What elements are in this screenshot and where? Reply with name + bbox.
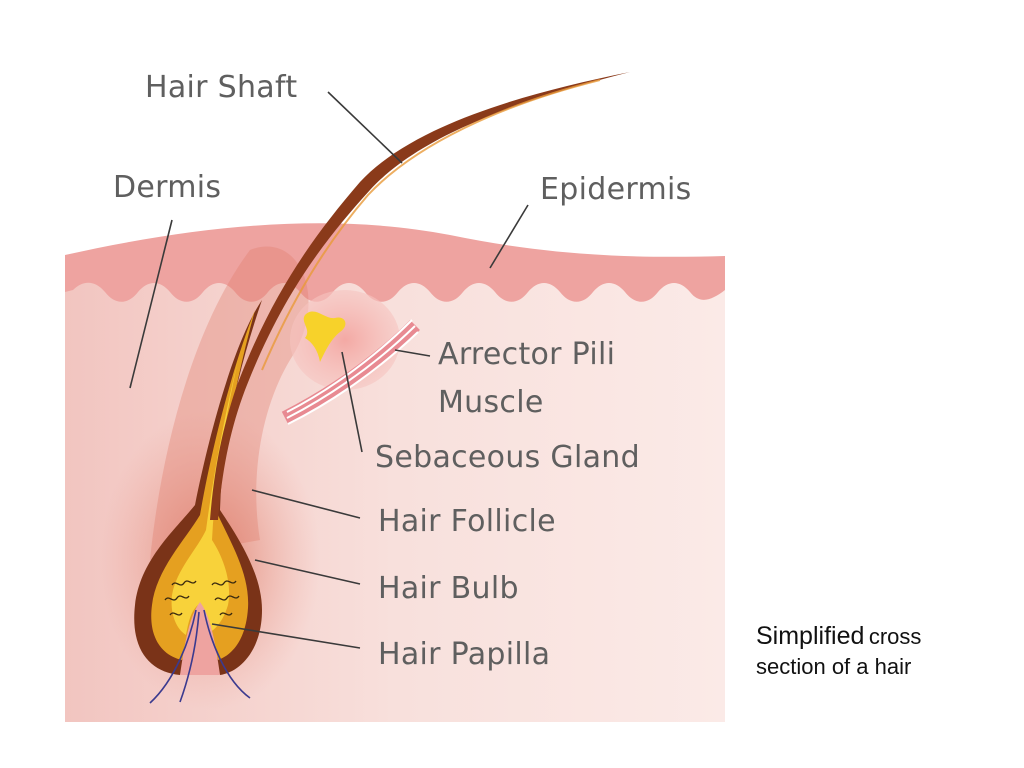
bulb-cells	[164, 580, 240, 616]
label-hair-shaft: Hair Shaft	[145, 70, 298, 105]
leader-dermis	[129, 219, 173, 389]
caption: Simplified cross section of a hair	[756, 620, 921, 681]
hair-follicle-inner	[151, 310, 255, 660]
label-hair-follicle: Hair Follicle	[378, 504, 556, 539]
label-arrector-pili-line2: Muscle	[438, 385, 544, 420]
epidermis-layer	[65, 223, 725, 302]
hair-shaft-highlight	[261, 79, 601, 371]
hair-papilla-shape	[180, 602, 220, 675]
hair-bulb-core	[171, 360, 238, 635]
leader-follicle	[251, 489, 361, 519]
label-sebaceous-gland: Sebaceous Gland	[375, 440, 640, 475]
caption-emphasis: Simplified	[756, 622, 865, 650]
label-hair-papilla: Hair Papilla	[378, 637, 551, 672]
label-epidermis: Epidermis	[540, 172, 692, 207]
leader-papilla	[211, 623, 361, 649]
sebaceous-gland-duct	[303, 311, 346, 362]
leader-bulb	[254, 559, 361, 585]
leader-arrector	[394, 349, 431, 357]
leader-lines	[129, 91, 529, 649]
papilla-capillaries	[149, 609, 251, 704]
leader-sebaceous	[341, 351, 363, 453]
caption-line2: section of a hair	[756, 653, 912, 679]
label-dermis: Dermis	[113, 170, 222, 205]
leader-epidermis	[489, 204, 529, 269]
label-hair-bulb: Hair Bulb	[378, 571, 519, 606]
leader-hair-shaft	[327, 91, 403, 164]
label-arrector-pili-line1: Arrector Pili	[438, 337, 616, 372]
caption-cross: cross	[868, 624, 922, 649]
